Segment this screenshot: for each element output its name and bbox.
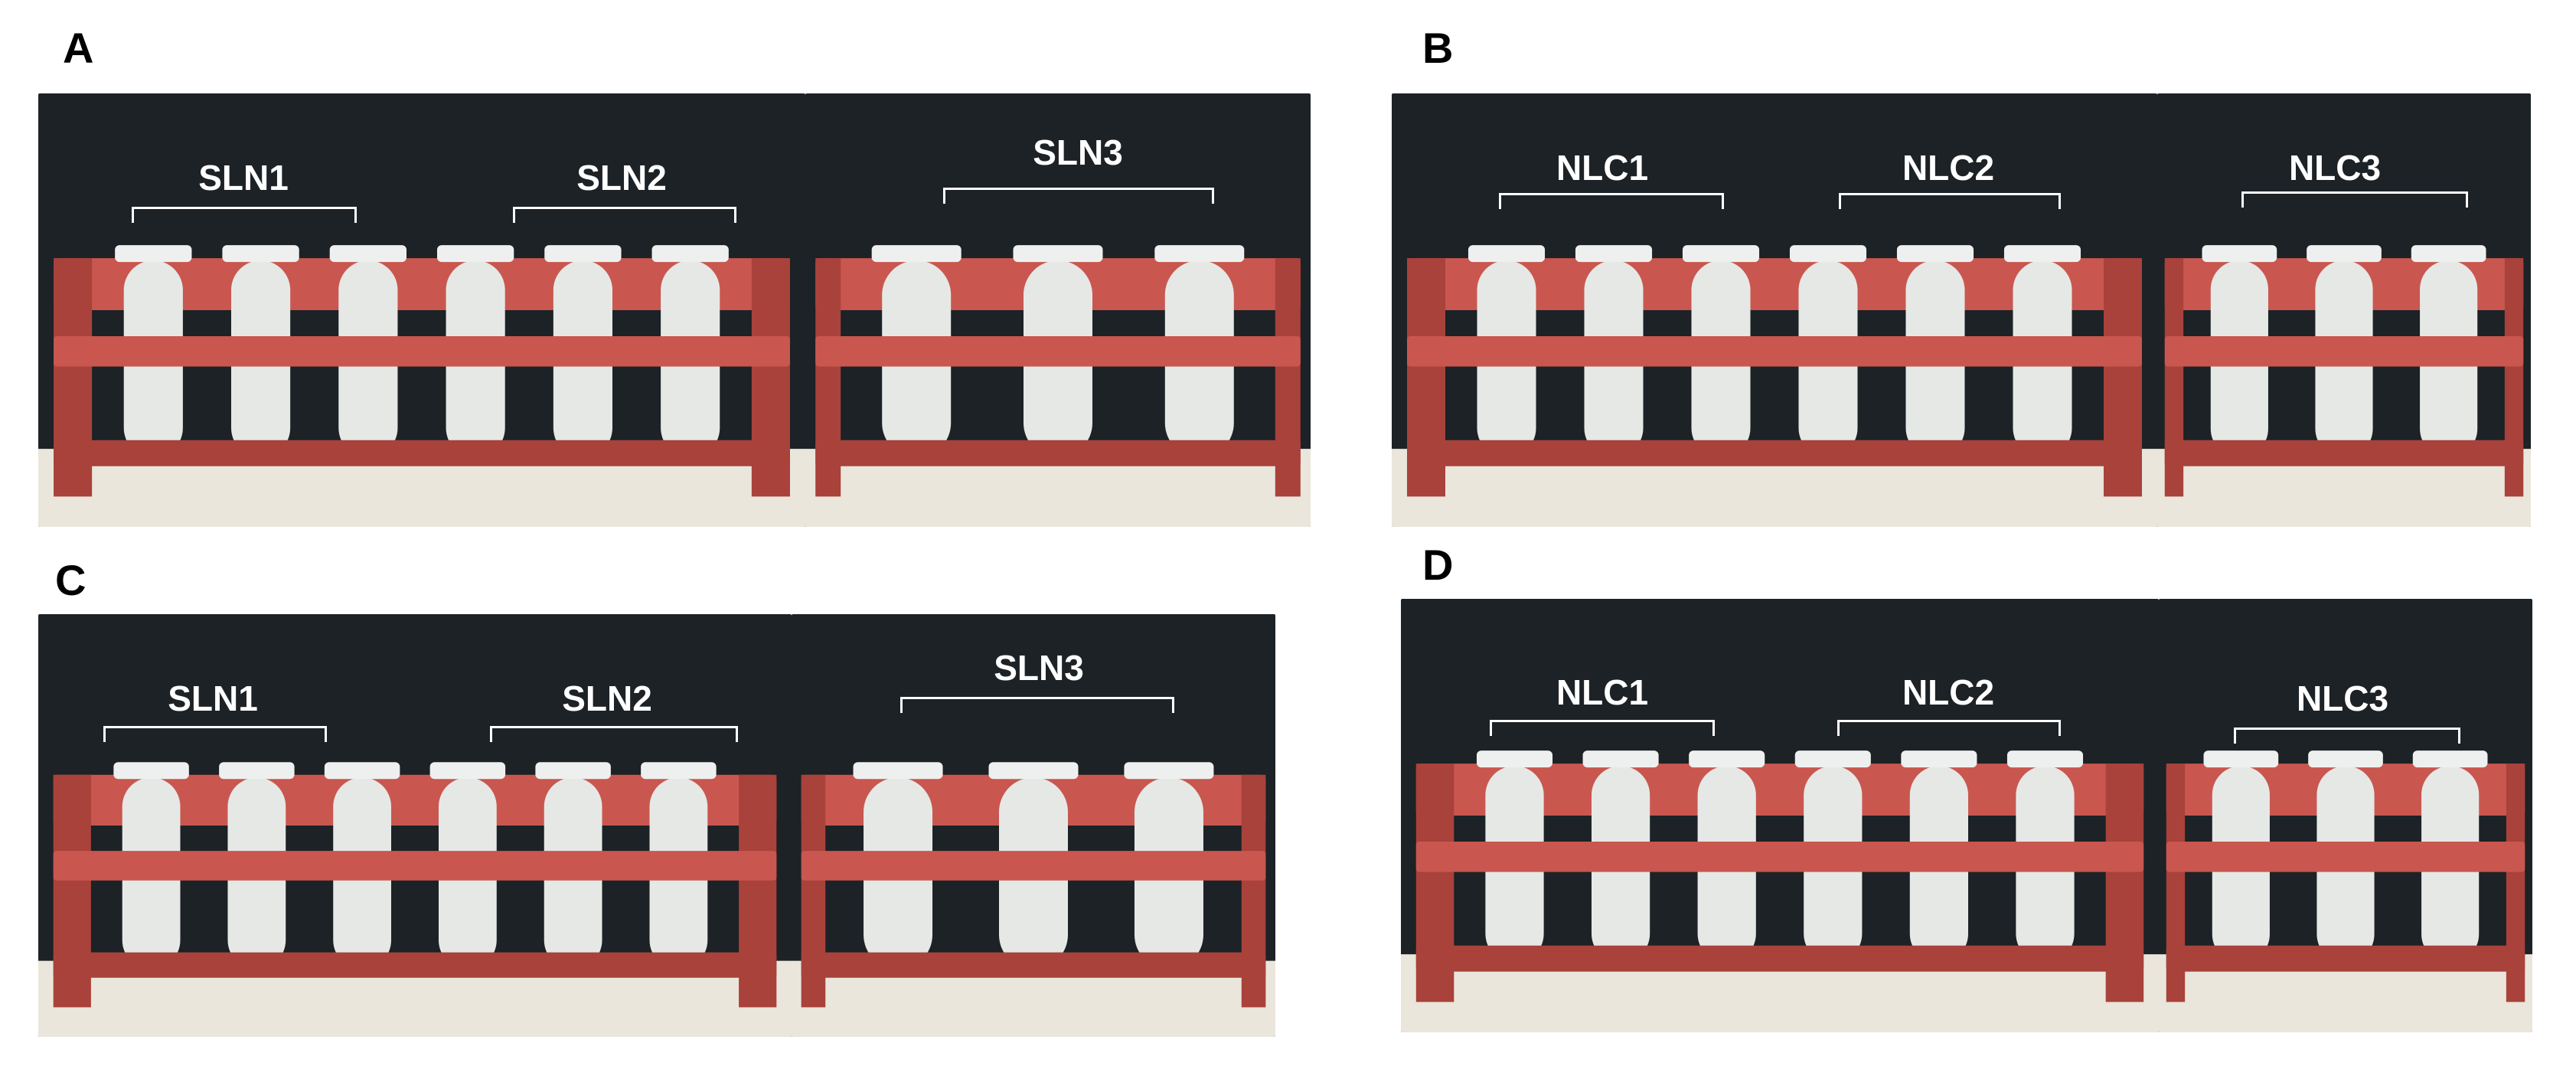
tube-cap [1124, 762, 1214, 780]
photo-a-left [38, 93, 805, 527]
tube-cap [1689, 750, 1765, 768]
photo-d-right [2159, 599, 2532, 1032]
bracket-d-3 [2234, 728, 2460, 744]
photo-b-left [1392, 93, 2157, 527]
tube-cap [222, 245, 299, 263]
tube-cap [1789, 245, 1867, 263]
bracket-b-1 [1499, 193, 1724, 209]
panel-label-b: B [1422, 24, 1454, 72]
tube-cap [641, 762, 717, 780]
photo-c-right [792, 614, 1275, 1037]
tube-cap [1794, 750, 1871, 768]
group-label-a-3: SLN3 [1033, 132, 1123, 172]
group-label-c-3: SLN3 [994, 648, 1084, 688]
group-label-b-3: NLC3 [2288, 148, 2382, 188]
group-label-b-2: NLC2 [1902, 148, 1995, 188]
bracket-a-1 [132, 207, 357, 223]
bracket-b-2 [1839, 193, 2061, 209]
tube-cap [219, 762, 295, 780]
photo-b-right [2157, 93, 2531, 527]
panel-label-d: D [1422, 541, 1454, 589]
group-label-c-2: SLN2 [562, 679, 652, 718]
bracket-d-2 [1837, 720, 2061, 736]
group-label-c-1: SLN1 [168, 679, 258, 718]
tube-cap [2308, 750, 2383, 768]
tube-cap [1476, 750, 1553, 768]
tube-cap [1901, 750, 1977, 768]
tube-cap [2411, 245, 2486, 263]
tube-cap [1682, 245, 1760, 263]
tube-cap [2203, 750, 2279, 768]
group-label-d-3: NLC3 [2296, 679, 2389, 718]
tube-cap [429, 762, 506, 780]
group-label-d-1: NLC1 [1556, 672, 1649, 712]
tube-cap [871, 245, 962, 263]
tube-cap [2003, 245, 2081, 263]
bracket-c-3 [900, 697, 1174, 713]
bracket-a-3 [943, 188, 1214, 204]
bracket-d-1 [1490, 720, 1715, 736]
photo-d-left [1401, 599, 2159, 1032]
tube-cap [113, 762, 189, 780]
tube-cap [115, 245, 192, 263]
tube-cap [2307, 245, 2382, 263]
group-label-b-1: NLC1 [1556, 148, 1649, 188]
tube-cap [535, 762, 611, 780]
tube-cap [2006, 750, 2084, 768]
tube-cap [1575, 245, 1653, 263]
tube-cap [1468, 245, 1546, 263]
tube-cap [853, 762, 943, 780]
group-label-a-2: SLN2 [576, 158, 667, 198]
tube-cap [329, 245, 407, 263]
bracket-a-2 [513, 207, 736, 223]
photo-a-right [805, 93, 1311, 527]
tube-cap [2202, 245, 2277, 263]
panel-label-a: A [63, 24, 94, 72]
tube-cap [2412, 750, 2488, 768]
tube-cap [1896, 245, 1974, 263]
tube-cap [988, 762, 1079, 780]
tube-cap [436, 245, 514, 263]
photo-c-left [38, 614, 792, 1037]
tube-cap [651, 245, 729, 263]
tube-cap [1582, 750, 1659, 768]
bracket-c-2 [490, 726, 738, 742]
panel-label-c: C [55, 556, 87, 604]
group-label-a-1: SLN1 [198, 158, 289, 198]
tube-cap [1154, 245, 1245, 263]
tube-cap [544, 245, 622, 263]
tube-cap [324, 762, 400, 780]
bracket-b-3 [2241, 191, 2468, 208]
tube-cap [1013, 245, 1103, 263]
group-label-d-2: NLC2 [1902, 672, 1995, 712]
bracket-c-1 [103, 726, 327, 742]
